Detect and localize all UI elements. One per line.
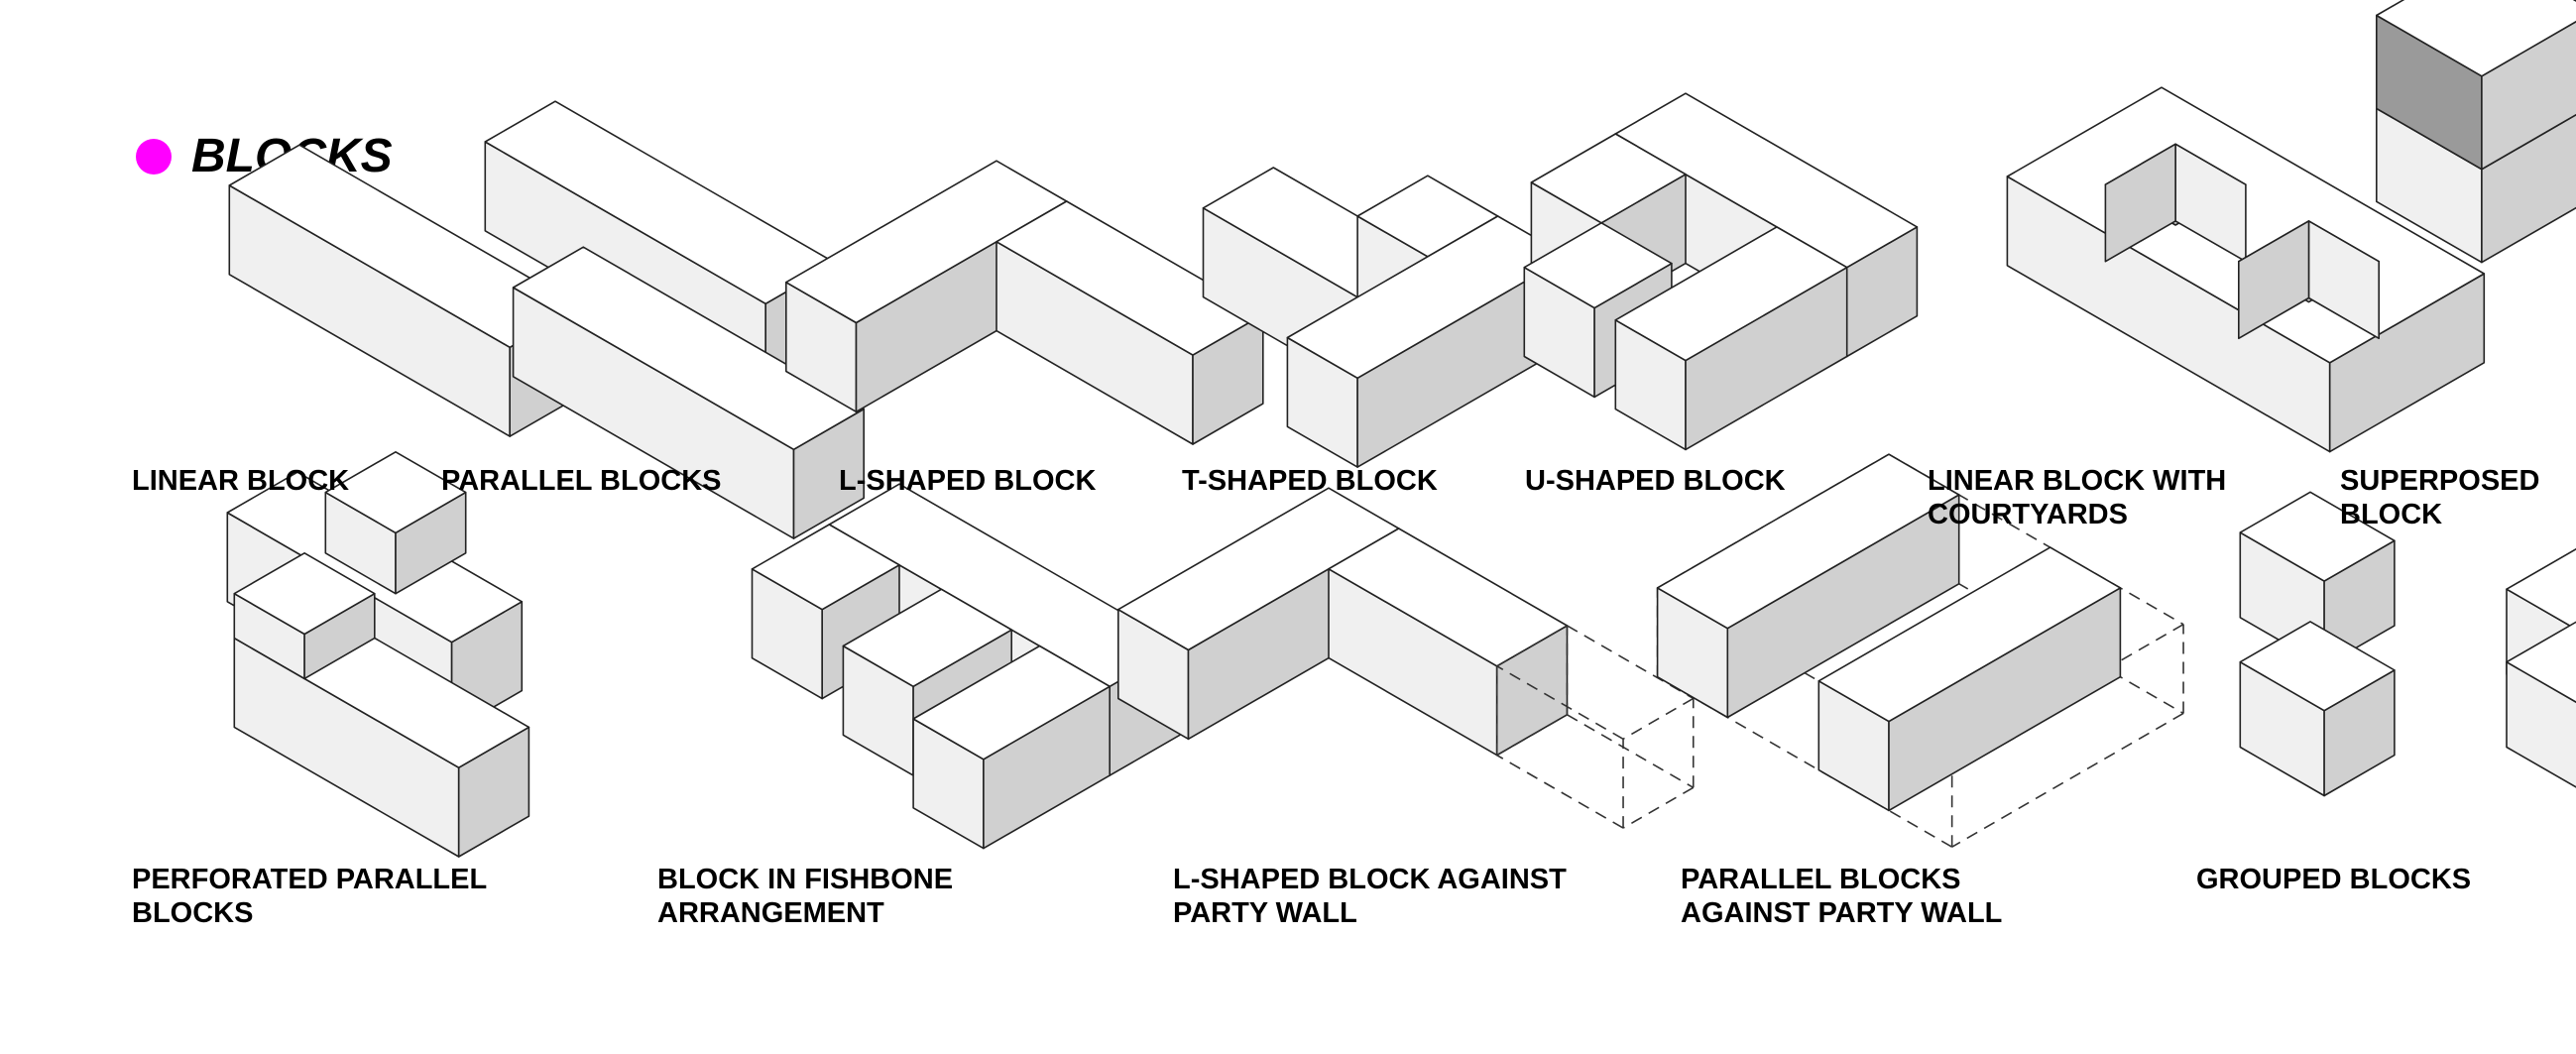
figure-l-shaped-block-against-party-wall — [1117, 487, 1695, 829]
caption-parallel-blocks-against-party-wall: PARALLEL BLOCKS AGAINST PARTY WALL — [1681, 864, 2003, 929]
figure-l-shaped-block — [784, 160, 1264, 445]
caption-superposed-block: SUPERPOSED BLOCK — [2340, 465, 2540, 530]
caption-l-shaped-block-against-party-wall: L-SHAPED BLOCK AGAINST PARTY WALL — [1173, 864, 1567, 929]
caption-parallel-blocks: PARALLEL BLOCKS — [441, 465, 722, 497]
caption-perforated-parallel-blocks: PERFORATED PARALLEL BLOCKS — [132, 864, 488, 929]
caption-linear-block: LINEAR BLOCK — [132, 465, 350, 497]
figure-superposed-block — [2376, 0, 2576, 264]
figure-parallel-blocks-against-party-wall — [1656, 453, 2184, 848]
caption-grouped-blocks: GROUPED BLOCKS — [2196, 864, 2472, 895]
figure-perforated-parallel-blocks — [226, 450, 530, 858]
caption-linear-block-with-courtyards: LINEAR BLOCK WITH COURTYARDS — [1928, 465, 2227, 530]
figure-grouped-blocks — [2239, 491, 2576, 797]
figure-t-shaped-block — [1202, 167, 1570, 468]
caption-u-shaped-block: U-SHAPED BLOCK — [1525, 465, 1786, 497]
figure-parallel-blocks — [484, 100, 866, 539]
figure-block-in-fishbone-arrangement — [751, 483, 1181, 850]
caption-block-in-fishbone-arrangement: BLOCK IN FISHBONE ARRANGEMENT — [657, 864, 954, 929]
caption-t-shaped-block: T-SHAPED BLOCK — [1182, 465, 1438, 497]
caption-l-shaped-block: L-SHAPED BLOCK — [839, 465, 1097, 497]
figure-linear-block-with-courtyards — [2006, 86, 2486, 453]
figure-u-shaped-block — [1523, 92, 1919, 451]
section-bullet-icon — [136, 139, 172, 175]
